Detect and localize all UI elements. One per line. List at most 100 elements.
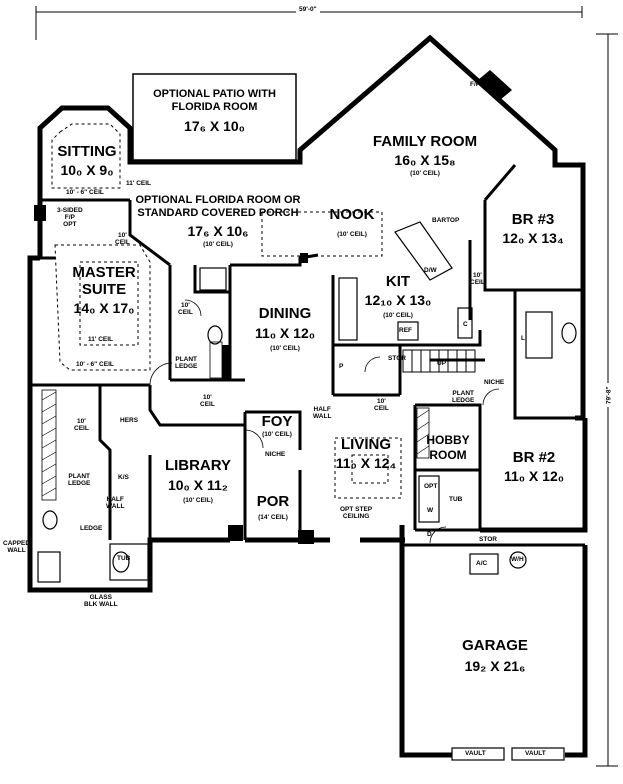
sitting-ceil-10-6: 10' - 6" CEIL [66,189,104,196]
bath-ceil-10-label: 10' CEIL [178,302,193,316]
sitting-label: SITTING 10₀ X 9₀ [50,144,124,177]
hobby-room-name-line2: ROOM [429,448,467,462]
hobby-room-name-line1: HOBBY [426,433,470,447]
nook-label: NOOK (10' CEIL) [322,207,382,239]
library-size: 10₀ X 11₂ [167,477,229,493]
living-ceil-10-label: 10' CEIL [374,398,389,412]
living-label: LIVING 11₀ X 12₄ [320,437,412,470]
sitting-size: 10₀ X 9₀ [60,162,114,178]
master-ceil-10-6: 10' - 6" CEIL [76,361,114,368]
library-label: LIBRARY 10₀ X 11₂ (10' CEIL) [152,458,244,505]
bartop-label: BARTOP [432,217,460,224]
foyer-half-wall-line2: WALL [313,413,332,421]
three-sided-fp-line1: 3-SIDED [57,207,83,214]
stairs-up-label: UP [437,360,447,367]
master-ceil-10-line1: 10' [118,232,127,239]
closet-label: C [463,321,468,328]
master-plant-ledge-line1: PLANT [68,473,91,480]
living-ceil-10-line1: 10' [377,398,386,405]
dining-plant-ledge-label: PLANT LEDGE [175,356,197,370]
ac-label: A/C [476,560,488,567]
master-ceil-10-line2: CEIL [115,239,130,247]
br2-label: BR #2 11₀ X 12₀ [486,450,582,483]
kitchen-counters [338,221,473,341]
dryer-label: D [427,531,432,538]
glass-block-wall-line1: GLASS [89,594,112,601]
solid-elements [34,70,512,544]
door-swings [149,299,500,544]
linen-label: L [521,335,525,342]
florida-room-name-line2: STANDARD COVERED PORCH [137,206,299,219]
foyer-ceiling: (10' CEIL) [262,431,292,438]
patio-name-line1: OPTIONAL PATIO WITH [153,88,276,100]
dining-name: DINING [258,305,312,322]
kitchen-name: KIT [385,273,411,290]
width-dimension: 59'-0" [296,6,320,14]
bath-ceil-10-line2: CEIL [178,309,193,317]
foyer-half-wall-line1: HALF [313,406,331,413]
garage-name: GARAGE [462,637,528,654]
br3-ceil-10-label: 10' CEIL [470,272,485,286]
kitchen-storage-label: STOR [388,355,406,362]
master-suite-name-line2: SUITE [81,281,127,298]
family-room-size: 16₀ X 15₈ [394,152,456,168]
patio-size: 17₆ X 10₀ [184,118,245,135]
hatching [41,391,430,497]
master-tub-label: TUB [117,555,131,562]
half-wall-line2: WALL [106,503,125,511]
porch-name: POR [256,493,290,510]
master-ceil-11: 11' CEIL [88,336,114,343]
living-name: LIVING [340,436,391,453]
br2-size: 11₀ X 12₀ [503,468,565,484]
hobby-plant-ledge-line1: PLANT [452,390,475,397]
vault-label-2: VAULT [525,750,546,757]
hobby-tub-label: TUB [449,496,463,503]
garage-label: GARAGE 19₂ X 21₆ [440,638,550,673]
opt-step-ceiling-line2: CEILING [342,513,370,521]
br3-ceil-10-line1: 10' [473,272,482,279]
library-name: LIBRARY [164,457,232,474]
ledge-label: LEDGE [80,525,103,532]
water-heater-label: W/H [511,556,524,563]
master-suite-name-line1: MASTER [72,264,136,281]
porch-label: POR (14' CEIL) [250,494,296,522]
three-sided-fp-line3: OPT [63,221,77,229]
garage-storage-label: STOR [479,536,497,543]
bath-fixtures [37,267,577,583]
library-ceil-10-label: 10' CEIL [74,418,89,432]
vault-outlines [451,747,565,761]
hers-ceil-10-label: 10' CEIL [200,394,215,408]
foyer-half-wall-label: HALF WALL [313,406,331,420]
dining-ceiling: (10' CEIL) [270,345,300,352]
bath-ceil-10-line1: 10' [181,302,190,309]
vault-label-1: VAULT [465,750,486,757]
kitchen-size: 12₁₀ X 13₀ [364,292,432,308]
dishwasher-label: D/W [424,267,437,274]
opt-step-ceiling-label: OPT STEP CEILING [340,506,372,520]
library-ceil-10-line2: CEIL [74,425,89,433]
master-suite-label: MASTER SUITE 14₀ X 17₀ [54,265,154,315]
master-plant-ledge-label: PLANT LEDGE [68,473,90,487]
library-ceil-10-line1: 10' [77,418,86,425]
dining-plant-ledge-line2: LEDGE [175,363,198,371]
br3-name: BR #3 [511,211,555,228]
hers-ceil-10-line1: 10' [203,394,212,401]
washer-label: W [427,507,434,514]
sitting-ceil-11: 11' CEIL [126,180,152,187]
living-size: 11₀ X 12₄ [335,455,397,471]
br2-niche-label: NICHE [484,379,505,386]
foyer-niche-label: NICHE [265,451,286,458]
florida-room-name-line1: OPTIONAL FLORIDA ROOM OR [135,194,301,206]
capped-wall-line1: CAPPED [3,540,31,547]
porch-ceiling: (14' CEIL) [258,514,288,521]
depth-dimension: 79'-8" [606,383,614,408]
foyer-name: FOY [261,413,293,430]
florida-room-size: 17₆ X 10₆ [187,223,249,240]
library-ceiling: (10' CEIL) [183,497,213,504]
hobby-room-label: HOBBY ROOM [420,434,476,461]
kitchen-label: KIT 12₁₀ X 13₀ (10' CEIL) [360,274,436,320]
hers-closet-label: HERS [120,417,139,424]
family-room-label: FAMILY ROOM 16₀ X 15₈ (10' CEIL) [355,134,495,178]
